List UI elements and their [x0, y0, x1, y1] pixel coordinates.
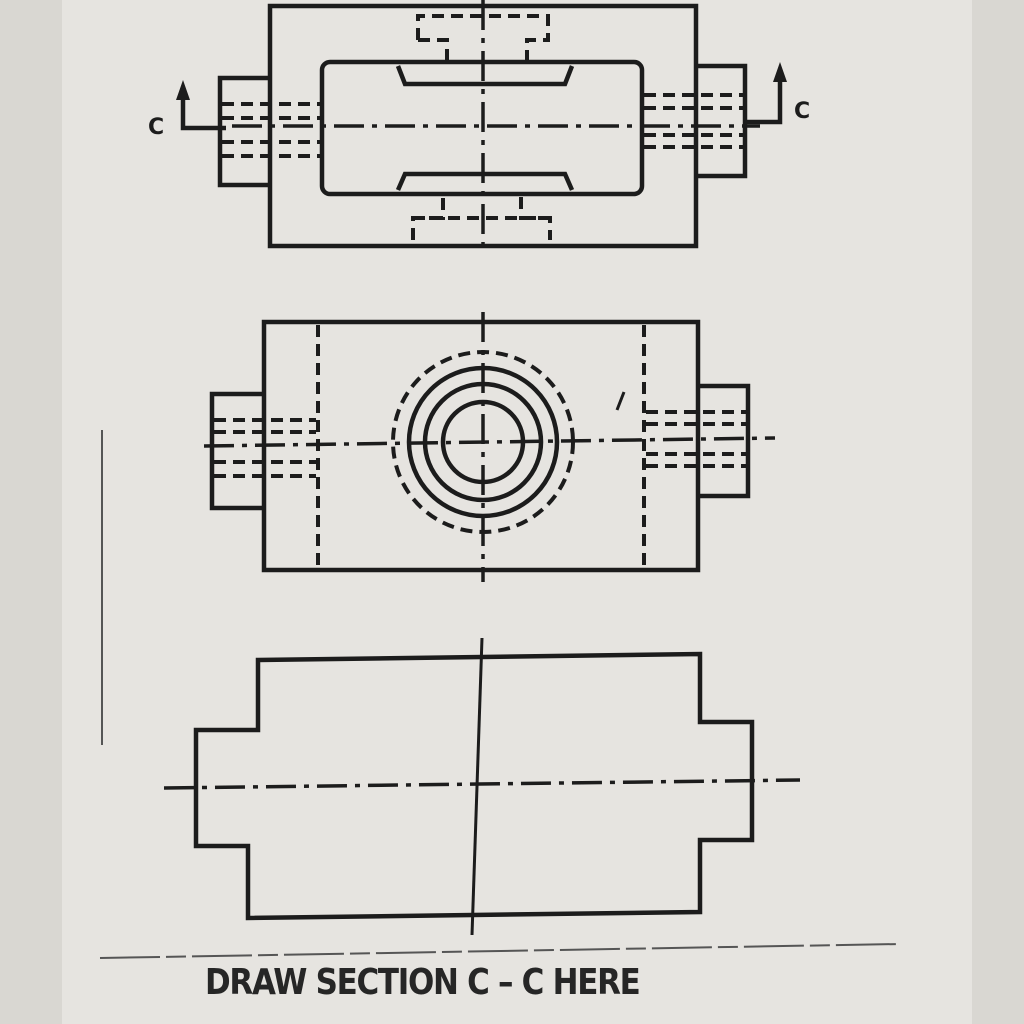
front-view-left-boss [209, 391, 264, 511]
worksheet-page [62, 0, 972, 1024]
side-view-horizontal-centerline [163, 778, 801, 790]
front-view [203, 312, 776, 582]
side-view [163, 637, 801, 936]
front-view-horizontal-centerline [203, 436, 776, 448]
section-mark-left: C [148, 115, 164, 140]
front-view-right-boss [698, 383, 751, 499]
top-view-upper-hidden-stem [416, 14, 550, 66]
cutting-plane-left [180, 98, 226, 131]
side-view-outline [193, 651, 755, 921]
top-view-right-boss [696, 63, 748, 179]
top-view-lower-hidden-stem [411, 216, 552, 240]
section-caption: DRAW SECTION C – C HERE [205, 962, 641, 1003]
section-separator-line [99, 943, 901, 959]
cutting-plane-left-arrow [176, 80, 190, 100]
top-view: C C [148, 0, 810, 249]
top-view-upper-recess [395, 65, 575, 87]
cutting-plane-right-arrow [773, 62, 787, 82]
section-mark-right: C [794, 99, 810, 124]
side-view-vertical-centerline [470, 637, 484, 936]
top-view-left-boss [217, 75, 270, 188]
cutting-plane-right [745, 80, 783, 125]
top-view-lower-recess [395, 171, 575, 191]
